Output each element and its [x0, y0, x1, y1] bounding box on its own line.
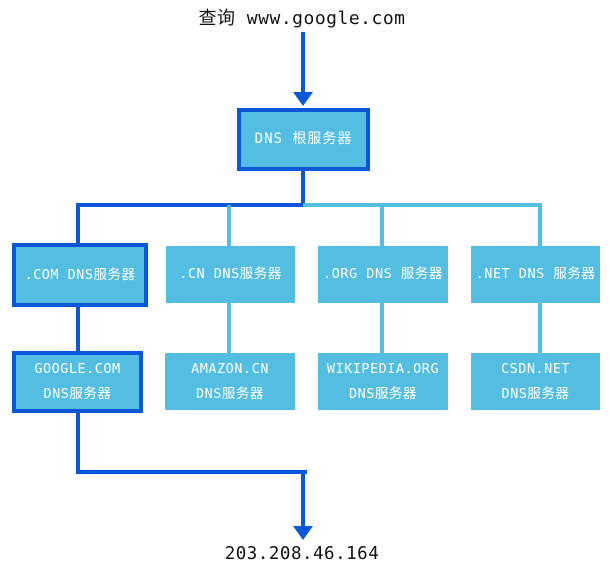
- auth-node-google-line1: GOOGLE.COM: [34, 361, 121, 377]
- tld-node-com: .COM DNS服务器: [12, 243, 148, 307]
- connector-line-org: [380, 303, 384, 353]
- tld-node-net-label: .NET DNS 服务器: [475, 266, 596, 282]
- drop-line-com: [76, 203, 80, 243]
- drop-line-org: [380, 205, 384, 246]
- result-path-vertical-1: [76, 413, 80, 474]
- drop-line-cn: [227, 205, 231, 246]
- auth-node-amazon-line2: DNS服务器: [196, 385, 264, 402]
- bus-line-left: [76, 203, 305, 207]
- bus-line-right: [303, 203, 542, 207]
- tld-node-cn: .CN DNS服务器: [166, 246, 295, 303]
- query-arrow-line: [301, 32, 305, 92]
- tld-node-org: .ORG DNS 服务器: [318, 246, 448, 303]
- tld-node-net: .NET DNS 服务器: [471, 246, 600, 303]
- auth-node-amazon-line1: AMAZON.CN: [191, 360, 269, 377]
- auth-node-google: GOOGLE.COM DNS服务器: [12, 351, 143, 413]
- drop-line-net: [538, 203, 542, 246]
- result-down-arrow-icon: [293, 526, 313, 540]
- auth-node-google-line2: DNS服务器: [43, 386, 112, 402]
- root-server-label: DNS 根服务器: [254, 131, 353, 147]
- auth-node-wikipedia-line2: DNS服务器: [349, 385, 417, 402]
- result-path-vertical-2: [301, 470, 305, 528]
- query-down-arrow-icon: [293, 92, 313, 106]
- auth-node-csdn: CSDN.NET DNS服务器: [471, 353, 600, 410]
- query-label: 查询 www.google.com: [198, 8, 406, 29]
- root-stem-line: [301, 171, 305, 207]
- auth-node-wikipedia: WIKIPEDIA.ORG DNS服务器: [318, 353, 448, 410]
- tld-node-com-label: .COM DNS服务器: [24, 266, 136, 283]
- result-ip-label: 203.208.46.164: [224, 544, 380, 564]
- connector-line-net: [538, 303, 542, 353]
- auth-node-csdn-line2: DNS服务器: [501, 385, 570, 402]
- tld-node-org-label: .ORG DNS 服务器: [323, 266, 443, 282]
- auth-node-csdn-line1: CSDN.NET: [500, 360, 571, 377]
- auth-node-wikipedia-line1: WIKIPEDIA.ORG: [326, 360, 440, 377]
- connector-line-cn: [227, 303, 231, 353]
- root-server-node: DNS 根服务器: [237, 108, 370, 171]
- connector-line-com: [76, 307, 80, 351]
- tld-node-cn-label: .CN DNS服务器: [179, 266, 282, 282]
- result-path-horizontal: [76, 470, 307, 474]
- auth-node-amazon: AMAZON.CN DNS服务器: [165, 353, 295, 410]
